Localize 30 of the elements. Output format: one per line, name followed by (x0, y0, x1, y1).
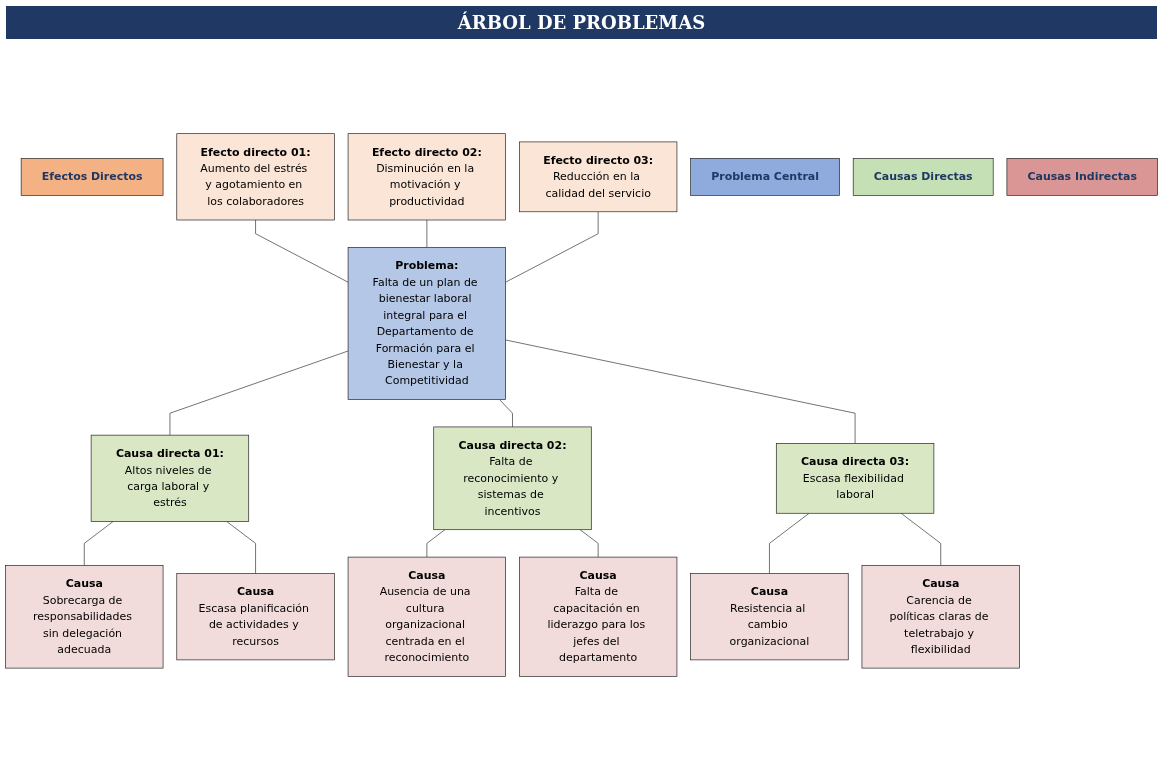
node-box: Causas Directas (852, 158, 994, 196)
node-box: Causa directa 03: Escasa flexibilidad laboral (775, 443, 935, 514)
node-box: Causa Escasa planificación de actividades y recursos (176, 573, 335, 661)
title-banner: ÁRBOL DE PROBLEMAS (6, 6, 1157, 39)
connector (499, 399, 513, 428)
connector (226, 521, 256, 574)
node-box: Causa Ausencia de una cultura organizacional centrada en el reconocimiento (347, 556, 506, 677)
node-box: Efectos Directos (20, 158, 164, 196)
node-box: Problema: Falta de un plan de bienestar laboral integral para el Departamento de Formación para el Bienestar y la Competitividad (347, 247, 506, 400)
connector (900, 512, 942, 566)
connector (505, 211, 599, 283)
connector (83, 521, 114, 566)
node-box: Efecto directo 01: Aumento del estrés y agotamiento en los colaboradores (176, 133, 335, 221)
connector (426, 219, 428, 248)
node-box: Causa directa 02: Falta de reconocimiento y sistemas de incentivos (433, 426, 592, 531)
connector (769, 512, 810, 574)
connector (505, 339, 856, 444)
node-box: Causas Indirectas (1006, 158, 1158, 196)
connector (579, 529, 599, 558)
connector (169, 350, 349, 436)
node-box: Causa Sobrecarga de responsabilidades sin delegación adecuada (5, 565, 164, 669)
node-box: Efecto directo 02: Disminución en la motivación y productividad (347, 133, 506, 221)
node-box: Causa Falta de capacitación en liderazgo para los jefes del departamento (519, 556, 678, 677)
connector (426, 529, 446, 558)
node-box: Efecto directo 03: Reducción en la calidad del servicio (519, 141, 678, 213)
node-box: Causa directa 01: Altos niveles de carga laboral y estrés (90, 434, 250, 522)
node-box: Causa Carencia de políticas claras de teletrabajo y flexibilidad (861, 565, 1020, 669)
node-box: Problema Central (690, 158, 840, 196)
node-box: Causa Resistencia al cambio organizacional (690, 573, 849, 661)
connector (255, 219, 349, 283)
